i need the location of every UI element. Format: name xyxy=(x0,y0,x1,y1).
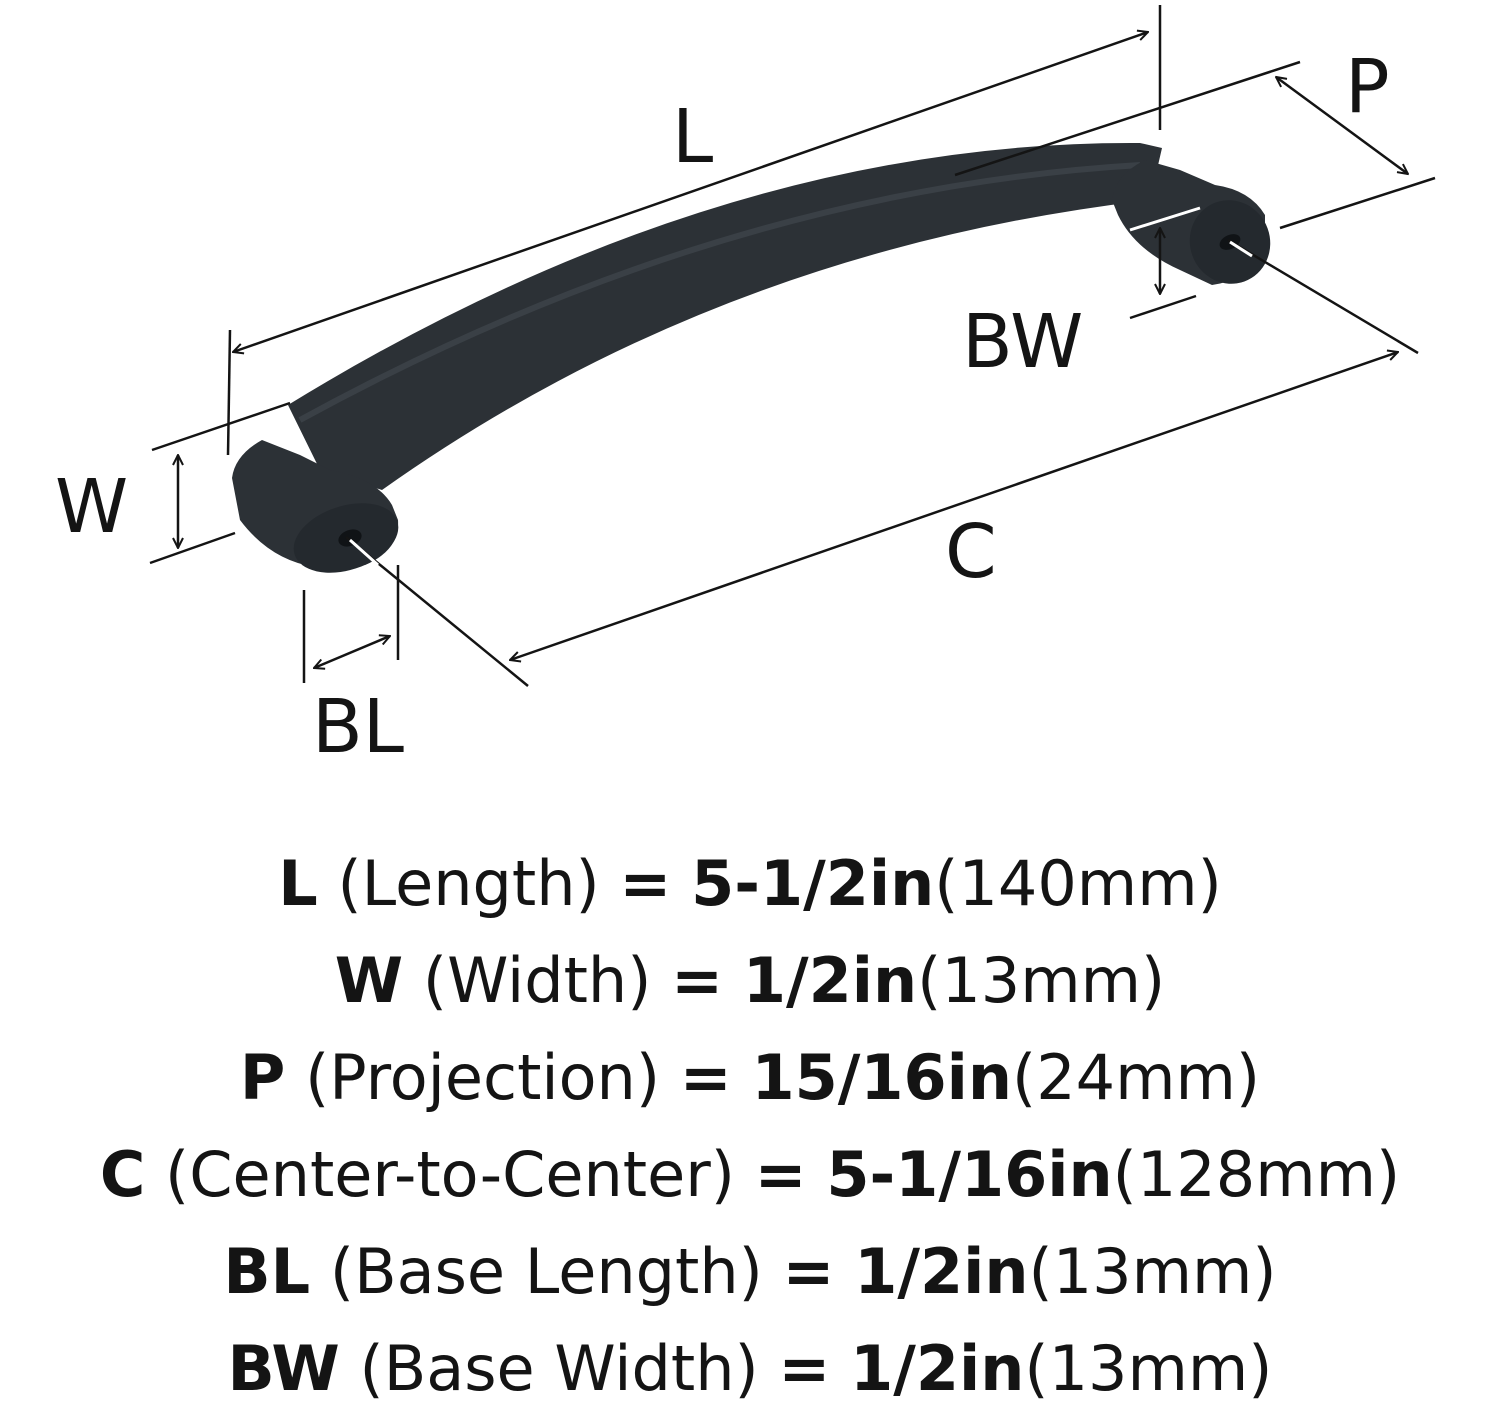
base-width-extension-bottom xyxy=(1129,294,1197,320)
right-screw-pin xyxy=(1129,206,1201,232)
spec-metric-value: (24mm) xyxy=(1012,1041,1261,1114)
spec-description: (Base Length) xyxy=(329,1235,763,1308)
width-extension-bottom xyxy=(149,531,236,565)
spacer xyxy=(600,847,620,920)
spec-equals: = xyxy=(671,944,724,1017)
spec-description: (Projection) xyxy=(305,1041,661,1114)
spec-code: P xyxy=(239,1041,286,1114)
spec-description: (Width) xyxy=(422,944,652,1017)
left-mount-hole xyxy=(338,529,362,547)
spec-imperial-value: 1/2in xyxy=(854,1235,1029,1308)
spacer xyxy=(285,1041,305,1114)
spec-equals: = xyxy=(619,847,672,920)
spec-code: BL xyxy=(223,1235,311,1308)
spacer xyxy=(340,1332,360,1405)
spacer xyxy=(830,1332,850,1405)
spec-equals: = xyxy=(782,1235,835,1308)
projection-dimension-arrow xyxy=(1276,77,1408,174)
spec-imperial-value: 5-1/2in xyxy=(691,847,935,920)
length-dimension-arrow xyxy=(233,32,1148,352)
spec-row: L (Length) = 5-1/2in(140mm) xyxy=(0,835,1500,932)
spec-description: (Center-to-Center) xyxy=(165,1138,735,1211)
spec-row: C (Center-to-Center) = 5-1/16in(128mm) xyxy=(0,1126,1500,1223)
spec-row: W (Width) = 1/2in(13mm) xyxy=(0,932,1500,1029)
spec-row: BL (Base Length) = 1/2in(13mm) xyxy=(0,1223,1500,1320)
spec-row: P (Projection) = 15/16in(24mm) xyxy=(0,1029,1500,1126)
spec-code: BW xyxy=(227,1332,340,1405)
projection-extension-bottom xyxy=(1279,176,1436,230)
spacer xyxy=(834,1235,854,1308)
width-extension-top xyxy=(151,401,291,452)
spec-imperial-value: 1/2in xyxy=(742,944,918,1017)
spacer xyxy=(723,944,743,1017)
spacer xyxy=(763,1235,783,1308)
spec-code: L xyxy=(278,847,318,920)
label-L: L xyxy=(672,94,714,180)
spec-description: (Base Width) xyxy=(359,1332,759,1405)
length-extension-left xyxy=(226,329,232,456)
spacer xyxy=(671,847,691,920)
label-P: P xyxy=(1345,44,1390,130)
spec-metric-value: (13mm) xyxy=(1024,1332,1273,1405)
mounting-screws xyxy=(349,206,1253,567)
spacer xyxy=(310,1235,330,1308)
spec-equals: = xyxy=(778,1332,831,1405)
spec-equals: = xyxy=(754,1138,807,1211)
spec-equals: = xyxy=(679,1041,732,1114)
spacer xyxy=(145,1138,165,1211)
spec-list: L (Length) = 5-1/2in(140mm)W (Width) = 1… xyxy=(0,835,1500,1417)
spacer xyxy=(759,1332,779,1405)
spec-metric-value: (13mm) xyxy=(1028,1235,1277,1308)
spacer xyxy=(732,1041,752,1114)
spec-imperial-value: 15/16in xyxy=(751,1041,1013,1114)
projection-extension-top xyxy=(954,60,1301,177)
left-screw-pin xyxy=(349,538,379,567)
spec-metric-value: (13mm) xyxy=(917,944,1166,1017)
spacer xyxy=(318,847,338,920)
handle-drawing xyxy=(149,5,1436,687)
cabinet-pull-handle xyxy=(232,142,1271,573)
label-W: W xyxy=(55,464,129,550)
dimension-diagram: L P BW W C BL xyxy=(55,5,1436,770)
dimension-lines xyxy=(149,5,1436,687)
right-screw-pin-axis xyxy=(1229,240,1253,258)
spec-row: BW (Base Width) = 1/2in(13mm) xyxy=(0,1320,1500,1417)
base-length-dimension-arrow xyxy=(314,636,390,668)
center-line-right xyxy=(1227,238,1419,355)
center-dimension-arrow xyxy=(510,352,1398,660)
spec-imperial-value: 1/2in xyxy=(850,1332,1025,1405)
spec-description: (Length) xyxy=(337,847,600,920)
spacer xyxy=(403,944,423,1017)
spacer xyxy=(651,944,671,1017)
spec-code: W xyxy=(334,944,404,1017)
spec-metric-value: (140mm) xyxy=(934,847,1222,920)
spacer xyxy=(735,1138,755,1211)
spacer xyxy=(660,1041,680,1114)
label-BL: BL xyxy=(312,684,404,770)
label-BW: BW xyxy=(962,299,1084,385)
spec-code: C xyxy=(99,1138,146,1211)
label-C: C xyxy=(945,509,997,595)
spec-imperial-value: 5-1/16in xyxy=(826,1138,1113,1211)
spacer xyxy=(807,1138,827,1211)
spec-metric-value: (128mm) xyxy=(1112,1138,1401,1211)
